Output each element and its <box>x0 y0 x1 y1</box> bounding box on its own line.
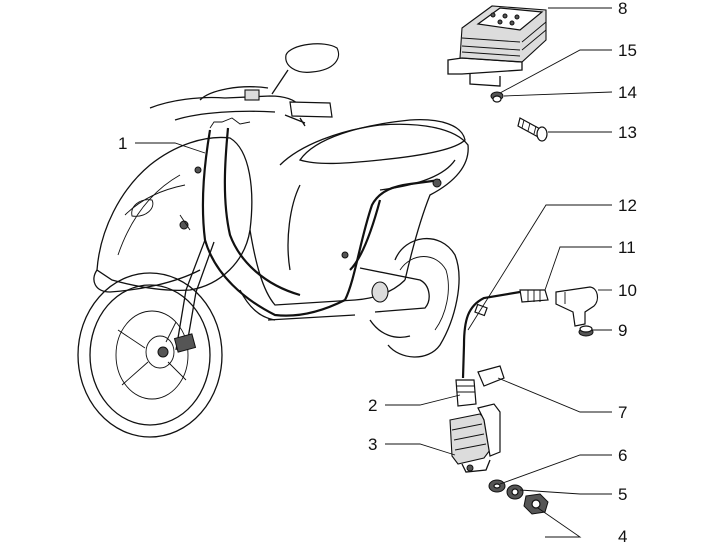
nut-4 <box>523 493 549 515</box>
callout-4: 4 <box>618 527 627 543</box>
regulator-washer <box>490 91 504 103</box>
rear-wheel <box>387 238 460 358</box>
cap-seal <box>578 325 594 337</box>
mirror <box>271 43 340 95</box>
callout-12: 12 <box>618 196 637 215</box>
ignition-coil <box>449 403 501 473</box>
callout-6: 6 <box>618 446 627 465</box>
callout-11: 11 <box>618 238 636 257</box>
handlebar <box>149 95 301 109</box>
coil-connector <box>477 365 505 387</box>
scooter-illustration <box>77 43 469 438</box>
callout-3: 3 <box>368 435 377 454</box>
callout-labels: 1 2 3 4 5 6 7 8 9 10 11 12 13 14 15 <box>118 0 637 543</box>
front-shield <box>96 136 253 291</box>
callout-13: 13 <box>618 123 637 142</box>
callout-10: 10 <box>618 281 637 300</box>
callout-9: 9 <box>618 321 627 340</box>
rear-body <box>279 123 469 281</box>
callout-2: 2 <box>368 396 377 415</box>
front-wheel <box>77 272 223 438</box>
callout-15: 15 <box>618 41 637 60</box>
washer-6 <box>488 479 506 493</box>
callout-1: 1 <box>118 134 127 153</box>
coil-boot <box>455 379 477 407</box>
ht-lead <box>461 290 521 379</box>
regulator-screw <box>517 117 548 142</box>
callout-7: 7 <box>618 403 627 422</box>
plug-connector <box>519 289 549 303</box>
washer-5 <box>506 484 524 500</box>
wiring-harness <box>179 117 442 317</box>
callout-8: 8 <box>618 0 627 18</box>
callout-5: 5 <box>618 485 627 504</box>
footboard <box>249 229 406 306</box>
spark-plug-cap <box>555 286 599 327</box>
leader-lines <box>135 7 613 538</box>
seat <box>298 119 466 165</box>
voltage-regulator <box>447 5 547 87</box>
callout-14: 14 <box>618 83 637 102</box>
